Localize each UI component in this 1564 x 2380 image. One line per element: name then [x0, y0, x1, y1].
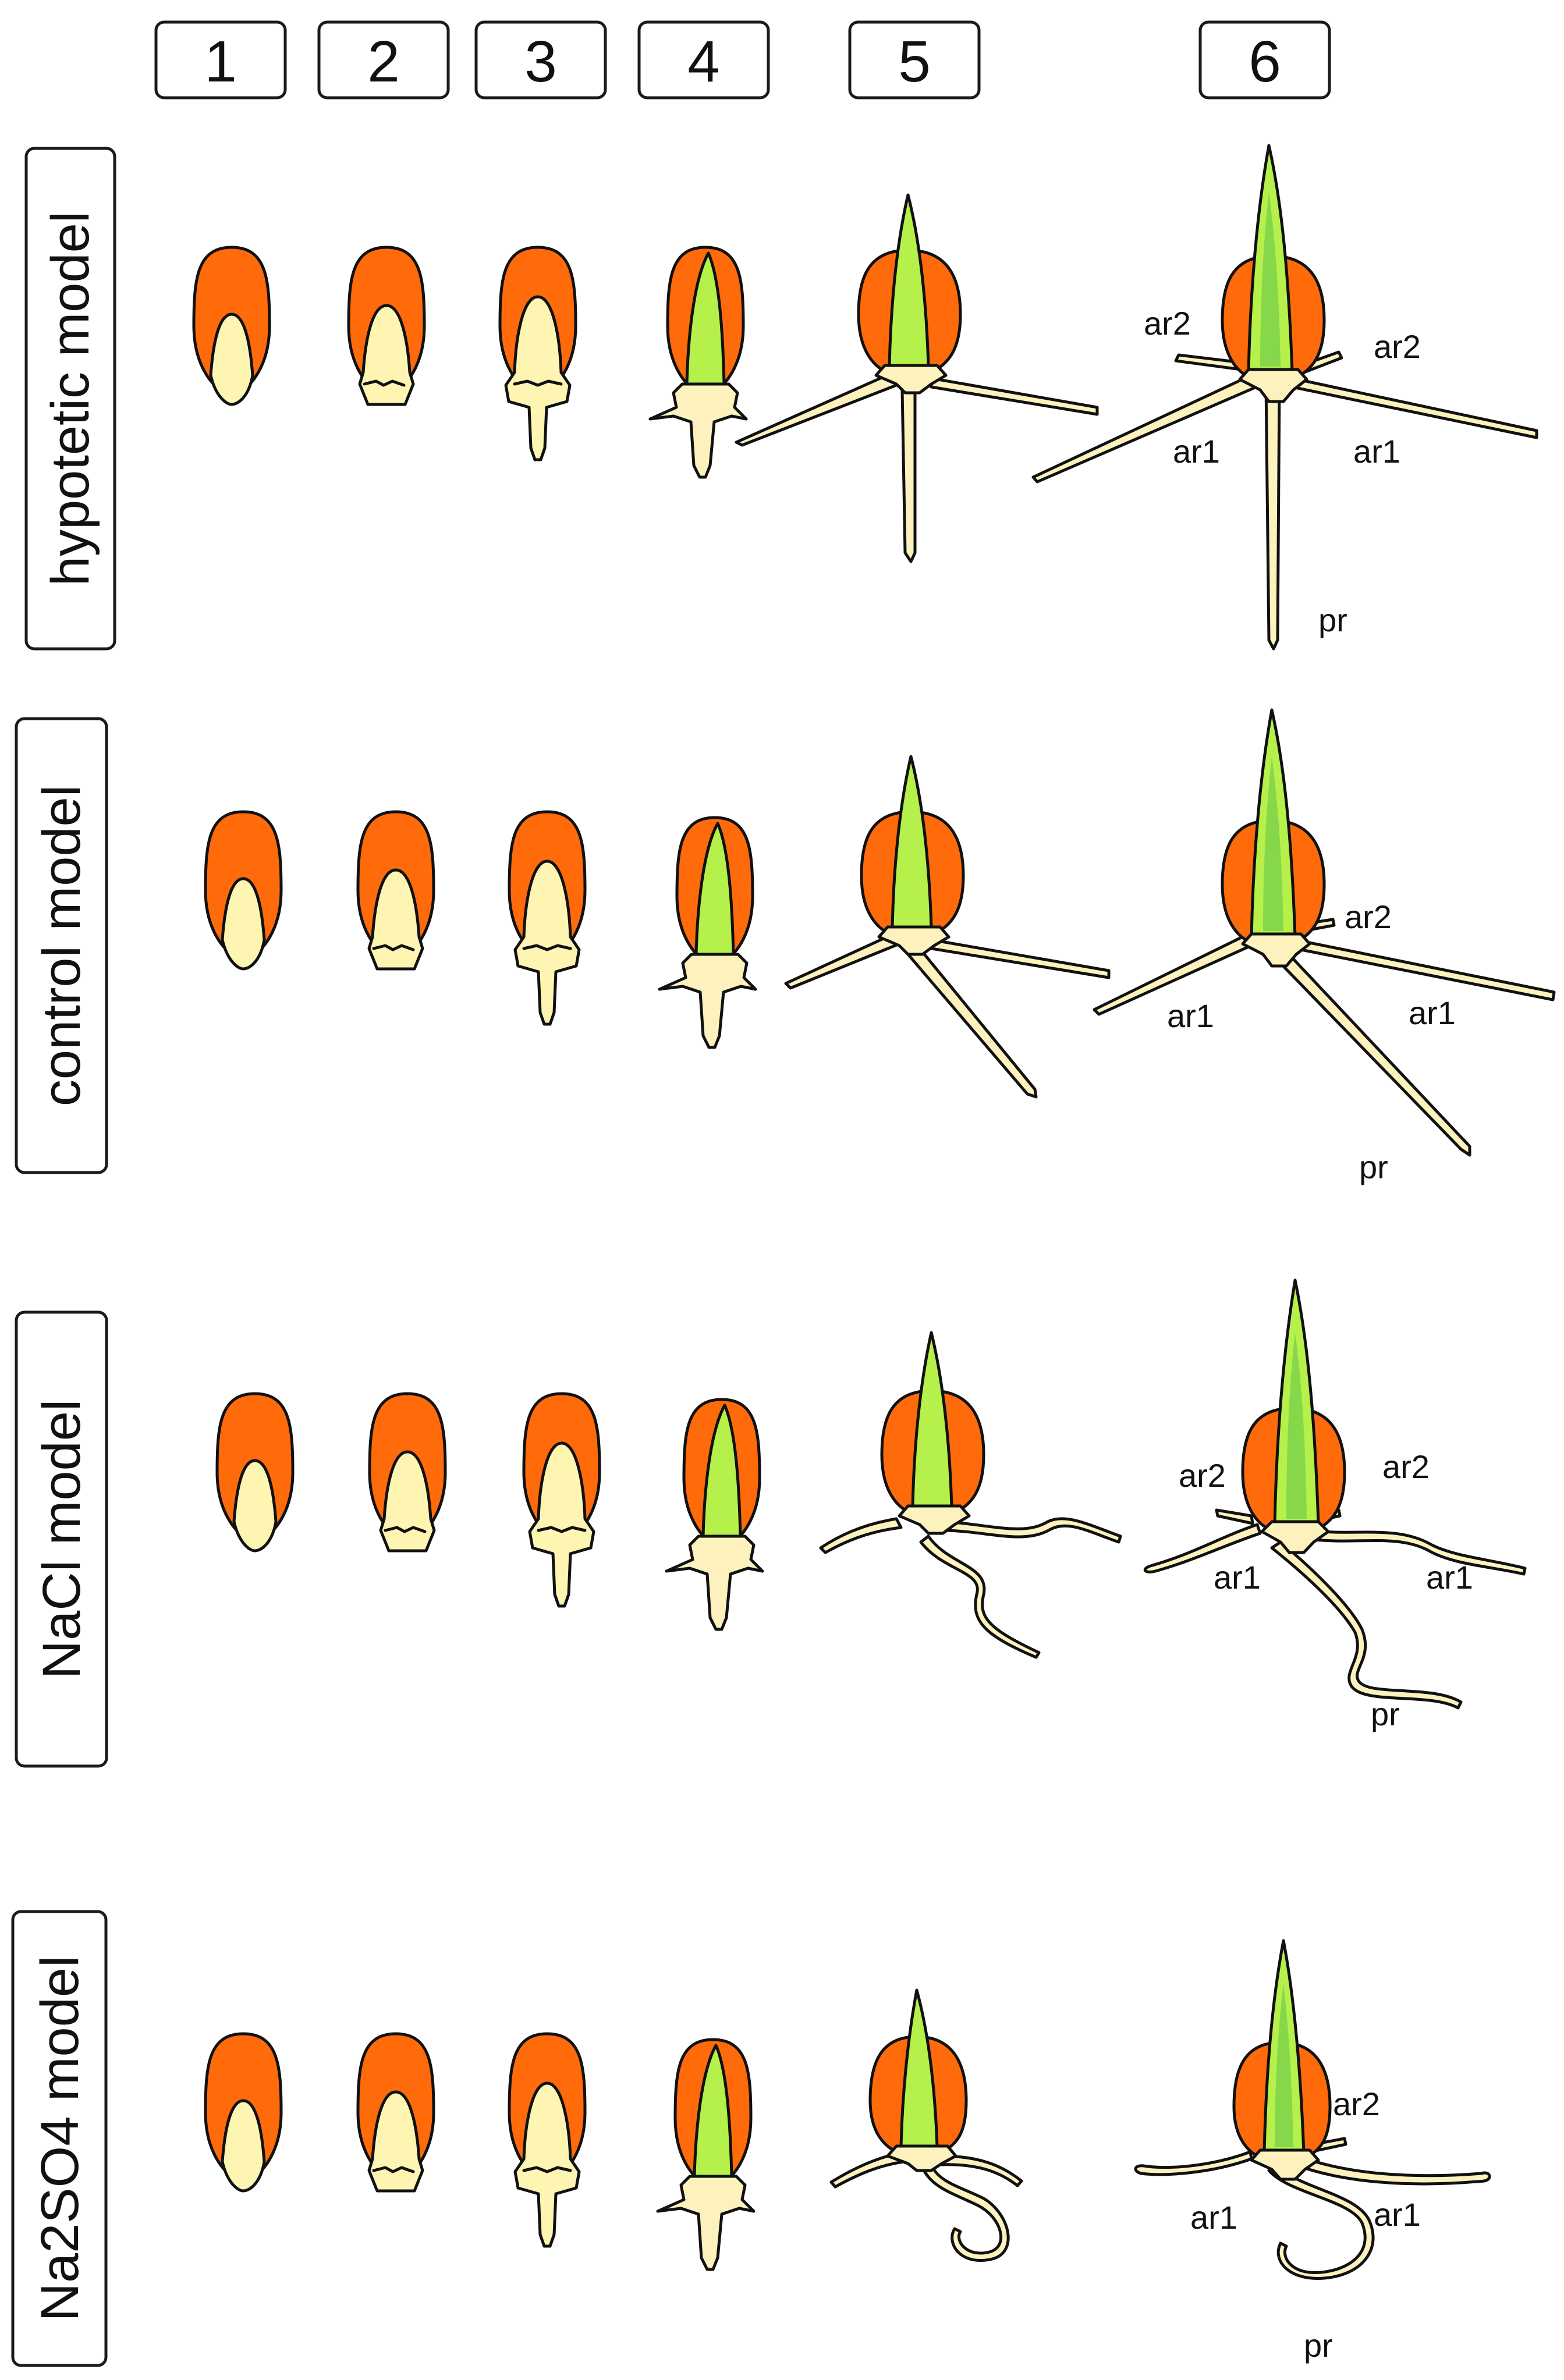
control-stage6-seedling: ar2 ar1 ar1 pr — [1093, 708, 1556, 1185]
na2so4-pr: pr — [1304, 2327, 1333, 2364]
stage-5-box: 5 — [848, 20, 981, 100]
stage-1-label: 1 — [204, 29, 237, 94]
stage-3-label: 3 — [524, 29, 557, 94]
hypotetic-stage2-seed — [349, 247, 424, 404]
hypotetic-stage3-seed — [500, 247, 576, 460]
na2so4-stage5-seedling — [829, 1988, 1023, 2262]
control-stage3-seed — [509, 812, 585, 1024]
hypotetic-ar1-right: ar1 — [1353, 433, 1400, 470]
row-label-hypotetic: hypotetic model — [24, 147, 116, 651]
row-na2so4-seedlings: ar2 ar1 ar1 pr — [205, 1939, 1491, 2364]
nacl-ar1-left: ar1 — [1214, 1559, 1261, 1596]
control-ar1-left: ar1 — [1167, 997, 1214, 1034]
control-stage4-seed — [659, 818, 756, 1047]
row-label-nacl-text: NaCl model — [32, 1399, 91, 1679]
row-label-control: control model — [15, 717, 108, 1174]
row-label-nacl: NaCl model — [15, 1310, 108, 1768]
stage-header: 1 2 3 4 5 6 — [154, 20, 1331, 100]
na2so4-ar2-right: ar2 — [1333, 2086, 1380, 2122]
na2so4-ar1-left: ar1 — [1190, 2199, 1237, 2236]
na2so4-stage3-seed — [509, 2034, 585, 2246]
stage-4-label: 4 — [687, 29, 720, 94]
nacl-ar2-left: ar2 — [1179, 1457, 1226, 1494]
row-label-na2so4-text: Na2SO4 model — [30, 1956, 90, 2322]
hypotetic-ar2-left: ar2 — [1144, 305, 1191, 342]
nacl-pr: pr — [1371, 1696, 1400, 1732]
nacl-stage5-seedling — [819, 1331, 1122, 1659]
stage-6-label: 6 — [1249, 29, 1281, 94]
nacl-stage6-seedling: ar2 ar2 ar1 ar1 pr — [1144, 1278, 1527, 1732]
control-stage2-seed — [358, 812, 434, 969]
nacl-ar2-right: ar2 — [1382, 1448, 1430, 1485]
hypotetic-stage1-seed — [194, 247, 269, 404]
stage-5-label: 5 — [898, 29, 931, 94]
na2so4-ar1-right: ar1 — [1374, 2196, 1421, 2233]
nacl-ar1-right: ar1 — [1426, 1559, 1473, 1596]
na2so4-stage2-seed — [358, 2034, 434, 2191]
stage-2-label: 2 — [367, 29, 400, 94]
hypotetic-pr: pr — [1318, 602, 1347, 638]
na2so4-stage4-seed — [658, 2040, 754, 2269]
stage-3-box: 3 — [474, 20, 607, 100]
nacl-stage1-seed — [217, 1394, 293, 1551]
hypotetic-ar2-right: ar2 — [1374, 328, 1421, 365]
hypotetic-stage4-seed — [650, 247, 746, 477]
nacl-stage4-seed — [666, 1399, 763, 1629]
hypotetic-stage5-seedling — [735, 193, 1099, 563]
stage-4-box: 4 — [637, 20, 770, 100]
nacl-stage3-seed — [524, 1394, 600, 1606]
control-ar2-right: ar2 — [1345, 898, 1392, 935]
na2so4-stage1-seed — [205, 2034, 281, 2191]
stage-1-box: 1 — [154, 20, 287, 100]
stage-2-box: 2 — [317, 20, 450, 100]
hypotetic-stage6-seedling: ar2 ar2 ar1 ar1 pr — [1031, 144, 1538, 651]
row-label-hypotetic-text: hypotetic model — [41, 211, 100, 586]
control-ar1-right: ar1 — [1409, 994, 1456, 1031]
row-nacl-seedlings: ar2 ar2 ar1 ar1 pr — [217, 1278, 1527, 1732]
control-stage1-seed — [205, 812, 281, 969]
hypotetic-ar1-left: ar1 — [1173, 433, 1220, 470]
na2so4-stage6-seedling: ar2 ar1 ar1 pr — [1134, 1939, 1491, 2364]
nacl-stage2-seed — [370, 1394, 445, 1551]
row-control-seedlings: ar2 ar1 ar1 pr — [205, 708, 1556, 1185]
row-hypotetic-seedlings: ar2 ar2 ar1 ar1 pr — [194, 144, 1538, 651]
row-label-na2so4: Na2SO4 model — [11, 1910, 108, 2367]
row-label-control-text: control model — [32, 785, 91, 1106]
stage-6-box: 6 — [1198, 20, 1331, 100]
control-pr: pr — [1359, 1149, 1388, 1185]
control-stage5-seedling — [784, 755, 1111, 1099]
